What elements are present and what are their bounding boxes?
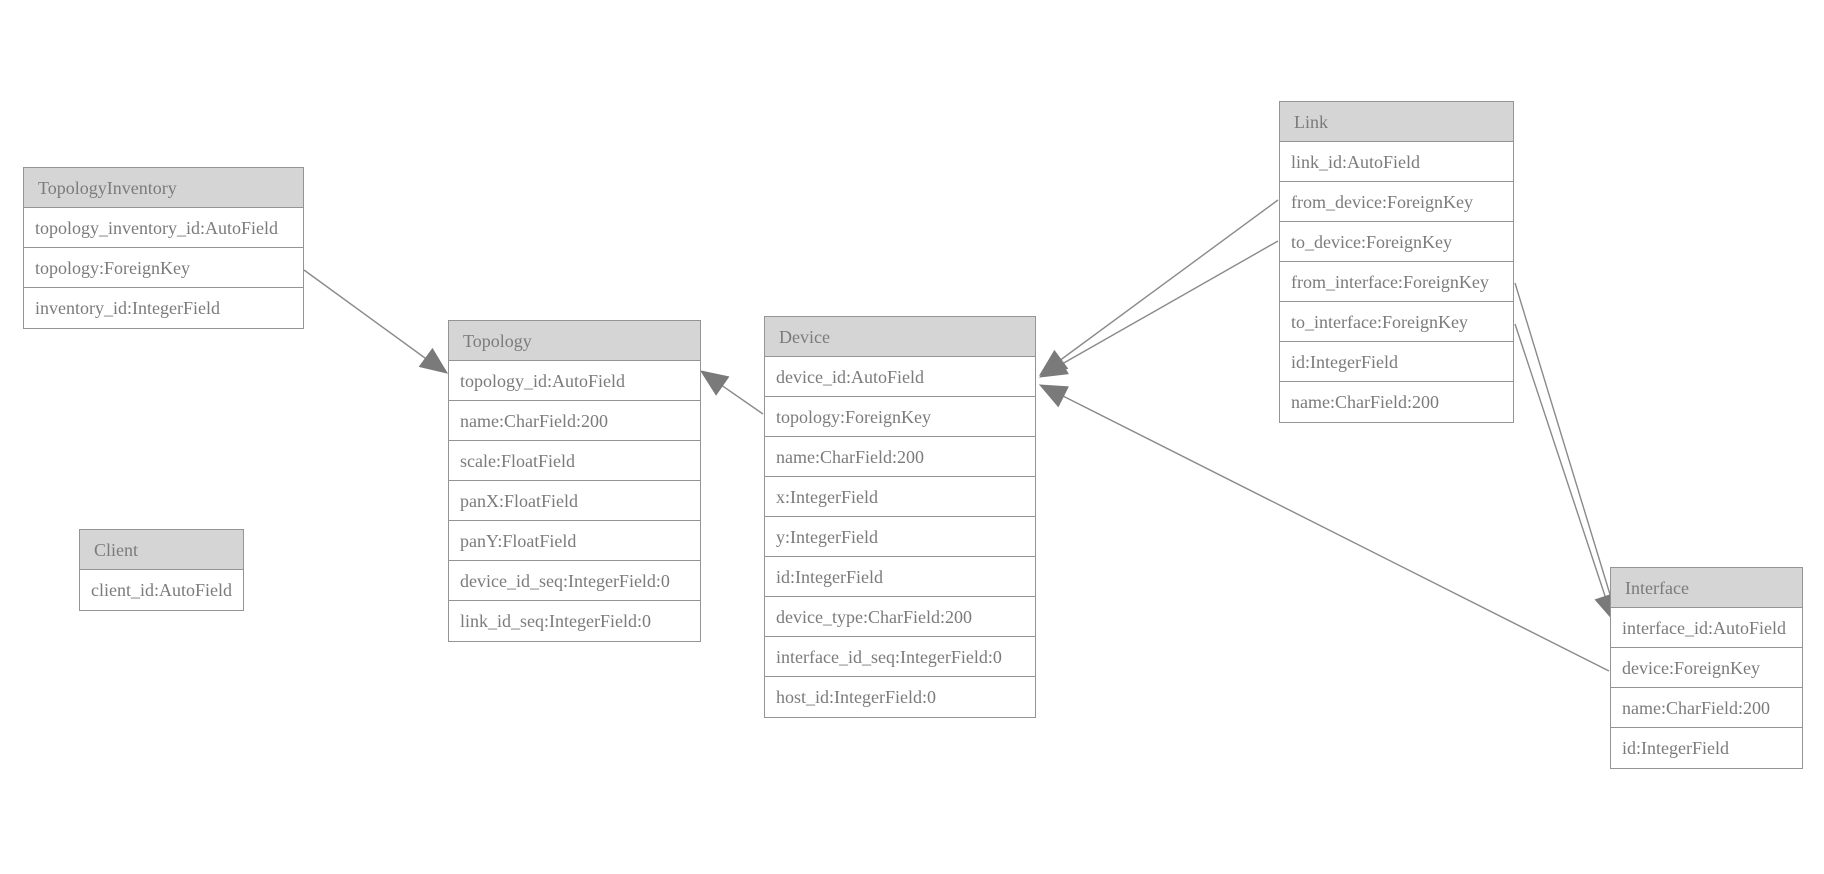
relationship-line-device-to-topology bbox=[713, 379, 764, 415]
entity-field: name:CharField:200 bbox=[765, 437, 1035, 477]
entity-field: y:IntegerField bbox=[765, 517, 1035, 557]
entity-field: from_interface:ForeignKey bbox=[1280, 262, 1513, 302]
entity-field: topology:ForeignKey bbox=[765, 397, 1035, 437]
entity-field: panX:FloatField bbox=[449, 481, 700, 521]
relationship-line-topologyinventory-to-topology bbox=[303, 269, 437, 367]
entity-field: device:ForeignKey bbox=[1611, 648, 1802, 688]
entity-field: id:IntegerField bbox=[1280, 342, 1513, 382]
entity-title-link: Link bbox=[1280, 102, 1513, 142]
relationship-line-link-from-interface-to-interface bbox=[1514, 282, 1613, 602]
entity-title-topology-inventory: TopologyInventory bbox=[24, 168, 303, 208]
entity-field: x:IntegerField bbox=[765, 477, 1035, 517]
entity-field: id:IntegerField bbox=[765, 557, 1035, 597]
entity-field: inventory_id:IntegerField bbox=[24, 288, 303, 328]
entity-field: panY:FloatField bbox=[449, 521, 700, 561]
relationship-arrowhead-topologyinventory-to-topology bbox=[418, 347, 449, 374]
entity-field: device_id:AutoField bbox=[765, 357, 1035, 397]
entity-field: to_device:ForeignKey bbox=[1280, 222, 1513, 262]
entity-title-client: Client bbox=[80, 530, 243, 570]
entity-field: topology_id:AutoField bbox=[449, 361, 700, 401]
entity-field: topology:ForeignKey bbox=[24, 248, 303, 288]
relationship-line-link-to-interface-to-interface bbox=[1514, 323, 1608, 603]
entity-field: name:CharField:200 bbox=[1280, 382, 1513, 422]
relationship-arrowhead-link-from-device-to-device bbox=[1038, 349, 1069, 376]
entity-field: client_id:AutoField bbox=[80, 570, 243, 610]
entity-field: device_id_seq:IntegerField:0 bbox=[449, 561, 700, 601]
entity-field: topology_inventory_id:AutoField bbox=[24, 208, 303, 248]
entity-field: name:CharField:200 bbox=[1611, 688, 1802, 728]
relationship-line-link-from-device-to-device bbox=[1054, 199, 1279, 365]
entity-title-interface: Interface bbox=[1611, 568, 1802, 608]
entity-field: to_interface:ForeignKey bbox=[1280, 302, 1513, 342]
entity-field: name:CharField:200 bbox=[449, 401, 700, 441]
relationship-arrowhead-interface-device-to-device bbox=[1038, 384, 1069, 408]
entity-field: link_id_seq:IntegerField:0 bbox=[449, 601, 700, 641]
relationship-line-link-to-device-to-device bbox=[1054, 240, 1279, 369]
entity-field: interface_id:AutoField bbox=[1611, 608, 1802, 648]
entity-field: interface_id_seq:IntegerField:0 bbox=[765, 637, 1035, 677]
relationship-line-interface-device-to-device bbox=[1054, 391, 1610, 672]
relationship-arrowhead-device-to-topology bbox=[699, 370, 730, 396]
entity-title-topology: Topology bbox=[449, 321, 700, 361]
entity-title-device: Device bbox=[765, 317, 1035, 357]
entity-field: id:IntegerField bbox=[1611, 728, 1802, 768]
entity-field: scale:FloatField bbox=[449, 441, 700, 481]
entity-field: link_id:AutoField bbox=[1280, 142, 1513, 182]
entity-field: device_type:CharField:200 bbox=[765, 597, 1035, 637]
entity-field: host_id:IntegerField:0 bbox=[765, 677, 1035, 717]
entity-field: from_device:ForeignKey bbox=[1280, 182, 1513, 222]
relationship-arrowhead-link-to-device-to-device bbox=[1038, 353, 1069, 378]
